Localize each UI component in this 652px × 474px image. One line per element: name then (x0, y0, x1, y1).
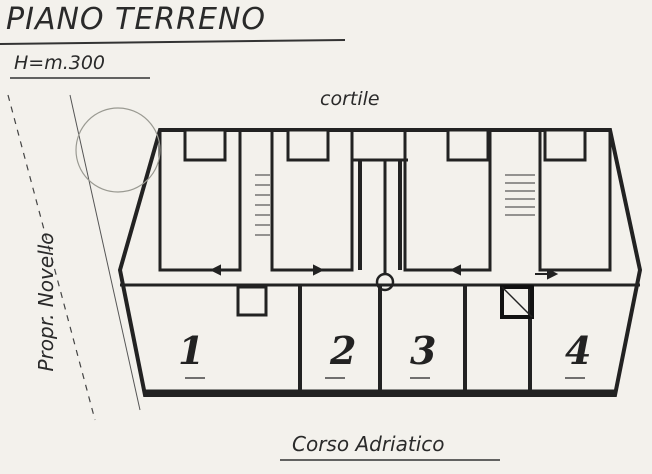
street-label: Corso Adriatico (292, 432, 445, 456)
page-title: PIANO TERRENO (6, 2, 267, 37)
side-street-label: Propr. Novello (34, 232, 58, 372)
unit-number: 3 (410, 328, 437, 373)
stair-left (236, 285, 268, 317)
notch-4 (543, 128, 587, 162)
notch-2 (286, 128, 330, 162)
notch-3 (446, 128, 490, 162)
back-stair (505, 174, 535, 216)
unit-number: 2 (330, 328, 357, 373)
unit-number: 1 (178, 328, 205, 373)
stair-right (500, 285, 534, 319)
height-label: H=m.300 (14, 52, 106, 74)
unit-number: 4 (565, 328, 592, 373)
courtyard-label: cortile (320, 88, 380, 110)
entry-circle (375, 272, 395, 292)
boundary-line (7, 94, 96, 421)
boundary-line-2 (69, 94, 141, 411)
door-arrows (209, 264, 559, 280)
left-stair (255, 174, 270, 236)
stamp-circle (75, 107, 161, 193)
notch-1 (183, 128, 227, 162)
title-underline (0, 39, 346, 45)
